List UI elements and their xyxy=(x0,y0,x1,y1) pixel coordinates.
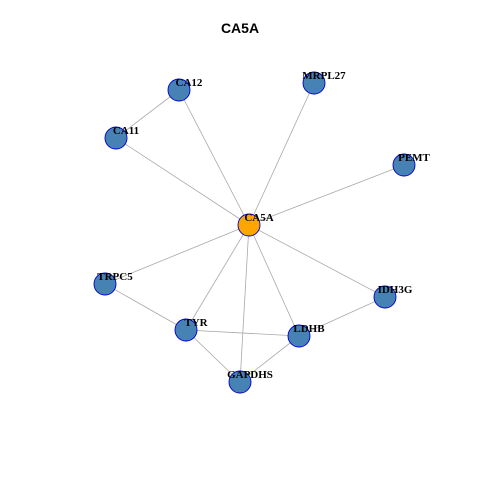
edge-ca5a-pemt xyxy=(248,164,405,226)
node-label-idh3g: IDH3G xyxy=(378,284,413,296)
node-label-trpc5: TRPC5 xyxy=(97,271,133,283)
node-tyr xyxy=(174,318,198,342)
node-ca12 xyxy=(167,78,191,102)
node-label-pemt: PEMT xyxy=(398,152,430,164)
node-label-ca5a: CA5A xyxy=(244,212,273,224)
edge-tyr-gapdhs xyxy=(185,329,241,383)
edge-ca5a-tyr xyxy=(185,224,250,331)
node-trpc5 xyxy=(93,272,117,296)
node-label-ca12: CA12 xyxy=(176,77,203,89)
node-label-tyr: TYR xyxy=(184,317,208,329)
edge-ca5a-trpc5 xyxy=(104,224,250,285)
node-mrpl27 xyxy=(302,71,326,95)
edge-ca5a-mrpl27 xyxy=(248,82,315,226)
node-pemt xyxy=(392,153,416,177)
edge-ldhb-idh3g xyxy=(298,296,386,337)
node-gapdhs xyxy=(228,370,252,394)
edge-ca5a-gapdhs xyxy=(239,224,250,383)
node-ldhb xyxy=(287,324,311,348)
edge-ca12-ca11 xyxy=(115,89,180,139)
edge-ca5a-ca12 xyxy=(178,89,250,226)
node-label-mrpl27: MRPL27 xyxy=(302,70,346,82)
edge-trpc5-tyr xyxy=(104,283,187,331)
node-label-gapdhs: GAPDHS xyxy=(227,369,273,381)
edge-tyr-ldhb xyxy=(185,329,300,337)
edge-layer xyxy=(104,82,405,383)
edge-ldhb-gapdhs xyxy=(239,335,300,383)
node-idh3g xyxy=(373,285,397,309)
edge-ca5a-ca11 xyxy=(115,137,250,226)
node-layer xyxy=(93,71,416,394)
edge-ca5a-idh3g xyxy=(248,224,386,298)
node-ca5a xyxy=(237,213,261,237)
node-label-ca11: CA11 xyxy=(113,125,139,137)
node-ca11 xyxy=(104,126,128,150)
node-label-ldhb: LDHB xyxy=(293,323,325,335)
diagram-title: CA5A xyxy=(220,20,260,36)
edge-ca5a-ldhb xyxy=(248,224,300,337)
